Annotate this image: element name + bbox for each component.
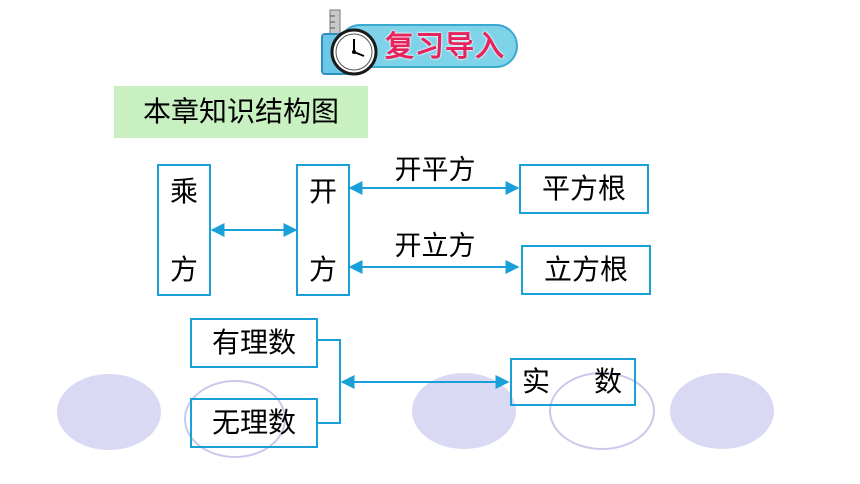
real-number-char-1: 实 bbox=[522, 365, 551, 398]
decor-ellipse-2 bbox=[184, 380, 286, 458]
root-char-2: 方 bbox=[308, 253, 337, 286]
rational-number-box: 有理数 bbox=[190, 318, 318, 368]
square-root-box: 平方根 bbox=[519, 164, 649, 214]
decor-ellipse-3 bbox=[412, 373, 516, 449]
root-char-1: 开 bbox=[308, 175, 337, 208]
section-heading-bg bbox=[114, 86, 368, 138]
real-number-char-2: 数 bbox=[594, 365, 623, 398]
square-root-op-label: 开平方 bbox=[394, 155, 476, 186]
decor-ellipse-1 bbox=[57, 374, 161, 450]
cube-root-box: 立方根 bbox=[521, 245, 651, 295]
section-title: 本章知识结构图 bbox=[142, 95, 339, 128]
root-box: 开 方 bbox=[296, 164, 350, 296]
real-number-box: 实 数 bbox=[510, 358, 636, 406]
decor-ellipse-5 bbox=[670, 373, 774, 449]
cube-root-op-label: 开立方 bbox=[394, 231, 476, 262]
header-title: 复习导入 bbox=[384, 29, 505, 63]
clock-icon bbox=[314, 8, 378, 80]
decor-ellipse-4 bbox=[549, 372, 655, 450]
power-box: 乘 方 bbox=[157, 164, 211, 296]
power-char-1: 乘 bbox=[169, 175, 198, 208]
number-bracket bbox=[318, 339, 341, 424]
irrational-number-box: 无理数 bbox=[190, 398, 318, 448]
power-char-2: 方 bbox=[169, 253, 198, 286]
